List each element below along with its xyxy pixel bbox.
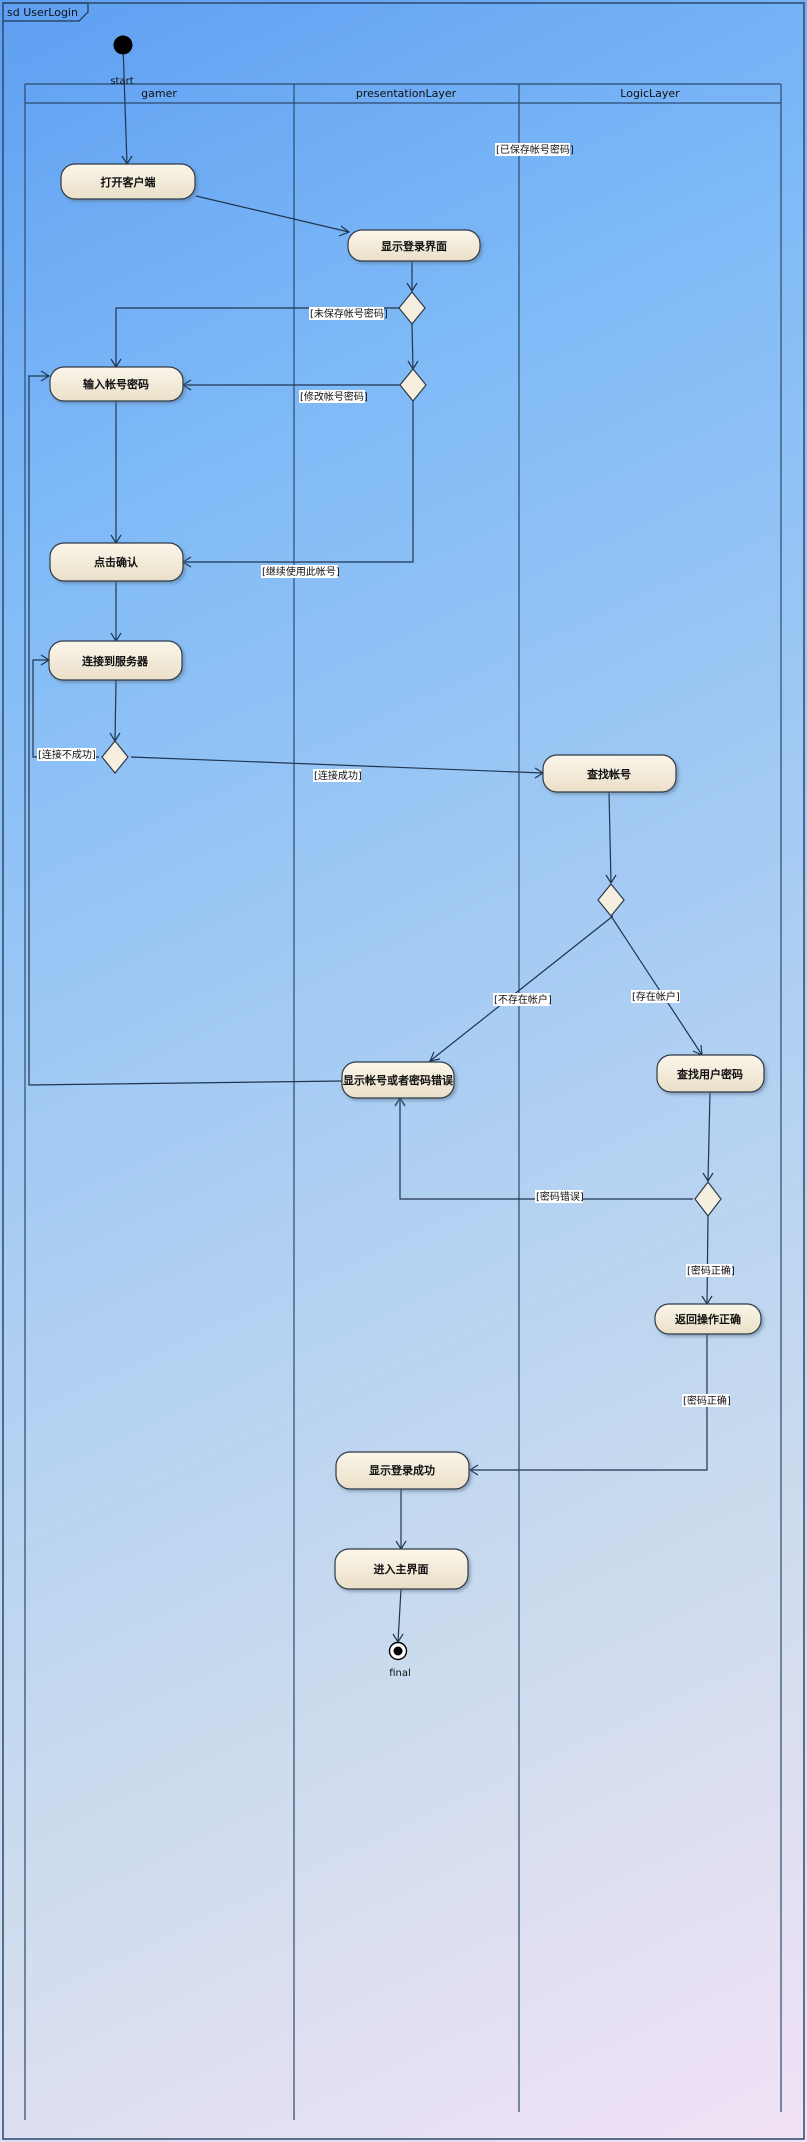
decision-account [597, 883, 625, 917]
node-label-show-error: 显示帐号或者密码错误 [343, 1073, 454, 1087]
start-node [113, 35, 133, 55]
edge-d5-error [399, 1098, 693, 1200]
node-label-show-login: 显示登录界面 [381, 239, 447, 253]
node-label-enter-main: 进入主界面 [374, 1562, 429, 1576]
edge-d4-findpwd [610, 915, 703, 1056]
node-label-open-client: 打开客户端 [101, 175, 156, 189]
node-show-success[interactable] [335, 1451, 470, 1490]
lane-label-logic: LogicLayer [620, 87, 680, 100]
edge-open-showlogin [195, 195, 350, 233]
lane-label-gamer: gamer [141, 87, 177, 100]
node-find-account[interactable] [542, 754, 677, 793]
node-click-confirm[interactable] [49, 542, 184, 582]
frame-tab [3, 2, 89, 22]
decision-connect [101, 740, 129, 774]
guard-modify: [修改帐号密码] [300, 390, 368, 403]
node-label-find-password: 查找用户密码 [677, 1067, 743, 1081]
node-show-error[interactable] [341, 1061, 455, 1099]
decision-password [694, 1181, 722, 1217]
guard-labels: [已保存帐号密码] [未保存帐号密码] [修改帐号密码] [继续使用此帐号] [… [37, 143, 735, 1407]
guard-continue: [继续使用此帐号] [262, 565, 340, 578]
guard-conn-ok: [连接成功] [314, 769, 362, 782]
start-label: start [110, 76, 133, 87]
node-connect-server[interactable] [48, 640, 183, 681]
edge-error-input-loop [28, 375, 344, 1086]
node-label-click-confirm: 点击确认 [94, 555, 139, 569]
edge-d1-d2 [411, 323, 414, 370]
node-input-account[interactable] [49, 366, 184, 402]
decision-saved [398, 291, 426, 325]
guard-pwd-wrong: [密码错误] [536, 1190, 584, 1203]
node-return-ok[interactable] [654, 1303, 762, 1335]
guard-no-account: [不存在帐户] [494, 993, 552, 1006]
swimlanes: gamer presentationLayer LogicLayer [24, 83, 782, 2120]
action-nodes [48, 163, 765, 1590]
edge-d2-confirm [183, 401, 414, 563]
edge-d5-return [706, 1215, 709, 1305]
guard-has-account: [存在帐户] [632, 990, 680, 1003]
guard-pwd-ok-1: [密码正确] [687, 1264, 735, 1277]
edges [28, 44, 714, 1644]
edge-d1-input [115, 307, 400, 367]
edge-findpwd-d5 [707, 1091, 711, 1182]
final-label: final [389, 1668, 411, 1679]
guard-conn-fail: [连接不成功] [38, 748, 96, 761]
guard-saved: [已保存帐号密码] [496, 143, 574, 156]
edge-connect-d3 [114, 679, 117, 742]
lane-label-presentation: presentationLayer [356, 87, 457, 100]
node-enter-main[interactable] [334, 1548, 469, 1590]
edge-return-success [470, 1334, 708, 1471]
frame-label: sd UserLogin [7, 6, 78, 19]
edge-d3-find [130, 756, 544, 774]
node-label-input-account: 输入帐号密码 [83, 377, 149, 391]
node-label-find-account: 查找帐号 [587, 767, 631, 781]
guard-pwd-ok-2: [密码正确] [683, 1394, 731, 1407]
final-node-core [393, 1646, 403, 1656]
node-label-return-ok: 返回操作正确 [675, 1312, 741, 1326]
decision-nodes [101, 291, 722, 1217]
node-label-show-success: 显示登录成功 [369, 1463, 435, 1477]
node-find-password[interactable] [656, 1054, 765, 1093]
node-show-login[interactable] [347, 229, 481, 262]
edge-find-d4 [608, 791, 612, 884]
node-open-client[interactable] [60, 163, 196, 200]
edge-d4-error [429, 915, 614, 1062]
decision-modify [399, 368, 427, 402]
edge-main-final [397, 1588, 402, 1643]
action-labels: 打开客户端 显示登录界面 输入帐号密码 点击确认 连接到服务器 查找帐号 显示帐… [82, 175, 743, 1576]
edge-start-open [122, 44, 128, 165]
guard-not-saved: [未保存帐号密码] [310, 307, 388, 320]
node-label-connect-server: 连接到服务器 [82, 654, 149, 668]
